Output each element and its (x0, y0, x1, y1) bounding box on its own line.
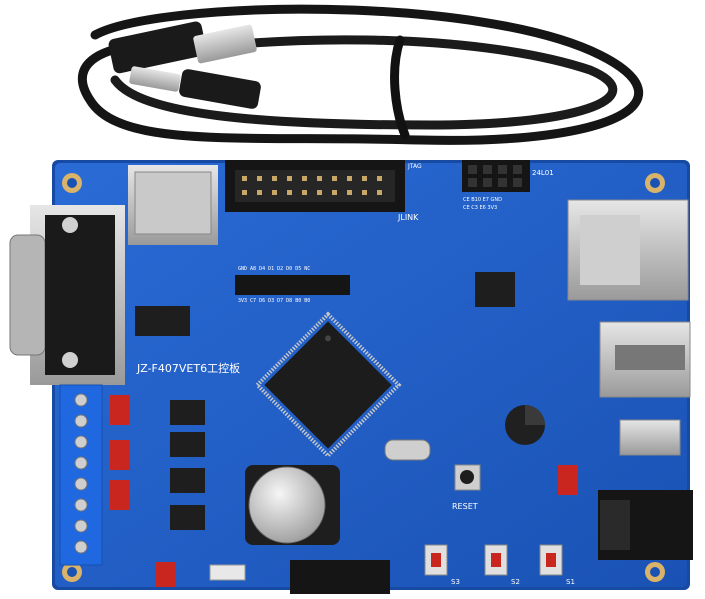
jtag-pin (362, 190, 367, 195)
radio-pin (498, 178, 507, 187)
radio-pin (483, 178, 492, 187)
radio-header: 24L01 CE B10 E7 GND CE C3 E6 3V3 (462, 160, 554, 211)
jtag-pin (377, 190, 382, 195)
radio-pins-top-label: CE B10 E7 GND (463, 197, 502, 203)
terminal-screw (74, 456, 88, 470)
jtag-pin (257, 176, 262, 181)
jtag-pin (332, 190, 337, 195)
bottom-pin-header (290, 560, 390, 594)
push-button-label: S1 (566, 578, 575, 586)
mini-usb-port (619, 419, 681, 456)
terminal-screw (74, 414, 88, 428)
push-button-s1[interactable]: S1 (539, 544, 575, 586)
dc-power-jack (598, 490, 693, 560)
white-header-bottom (209, 564, 246, 581)
radio-pin (483, 165, 492, 174)
jtag-pin (272, 190, 277, 195)
optocoupler-chips (170, 400, 205, 530)
terminal-screw (74, 540, 88, 554)
sd-card-slot (128, 165, 218, 245)
header-top-label: GND A8 D4 D1 D2 D0 D5 NC (238, 266, 310, 272)
terminal-screw (74, 498, 88, 512)
jtag-pin (377, 176, 382, 181)
jtag-pin (272, 176, 277, 181)
jlink-label: JLINK (397, 213, 419, 222)
jtag-label: JTAG (407, 163, 422, 170)
coin-cell-battery (245, 465, 340, 545)
jtag-pin (287, 176, 292, 181)
reset-label: RESET (452, 502, 478, 511)
screw-terminal-block (59, 384, 103, 566)
push-button-label: S3 (451, 578, 460, 586)
jtag-pin (242, 190, 247, 195)
jtag-pin (287, 190, 292, 195)
crystal-oscillator (384, 439, 431, 461)
radio-pin (468, 178, 477, 187)
usb-a-plug (108, 21, 257, 74)
board-model-label: JZ-F407VET6工控板 (136, 361, 240, 375)
radio-pins-bottom-label: CE C3 E6 3V3 (463, 205, 497, 211)
jtag-pin (317, 190, 322, 195)
terminal-screw (74, 393, 88, 407)
red-jumper-right (558, 465, 578, 495)
electrolytic-capacitor (505, 405, 545, 445)
jtag-pin (317, 176, 322, 181)
jtag-pin (302, 190, 307, 195)
jtag-pin (242, 176, 247, 181)
jtag-pin (302, 176, 307, 181)
terminal-screw (74, 435, 88, 449)
jtag-pin (257, 190, 262, 195)
jtag-pin (347, 190, 352, 195)
jtag-pin (347, 176, 352, 181)
terminal-screw (74, 519, 88, 533)
radio-pin (498, 165, 507, 174)
push-button-s3[interactable]: S3 (424, 544, 460, 586)
db9-serial-connector (9, 205, 125, 385)
usb-a-receptacle (599, 321, 691, 398)
reset-button[interactable]: RESET (452, 464, 481, 511)
ethernet-phy-chip (475, 272, 515, 307)
mini-usb-plug (129, 66, 261, 109)
usb-cable (77, 4, 644, 145)
red-jumper-bottom (155, 562, 175, 587)
radio-pin (513, 178, 522, 187)
jtag-pin (362, 176, 367, 181)
header-bottom-label: 3V3 C7 D6 D3 D7 D8 B0 B0 (238, 298, 310, 304)
rs232-chip (135, 306, 190, 336)
red-jumpers-left (110, 395, 130, 510)
rj45-ethernet-jack (567, 199, 689, 301)
terminal-screw (74, 477, 88, 491)
radio-pin (513, 165, 522, 174)
push-button-label: S2 (511, 578, 520, 586)
push-button-s2[interactable]: S2 (484, 544, 520, 586)
radio-pin (468, 165, 477, 174)
main-mcu-chip (254, 311, 402, 459)
jtag-pin (332, 176, 337, 181)
mid-pin-header (235, 275, 350, 295)
radio-label: 24L01 (532, 169, 554, 177)
jtag-header: JLINK JTAG (225, 160, 422, 222)
